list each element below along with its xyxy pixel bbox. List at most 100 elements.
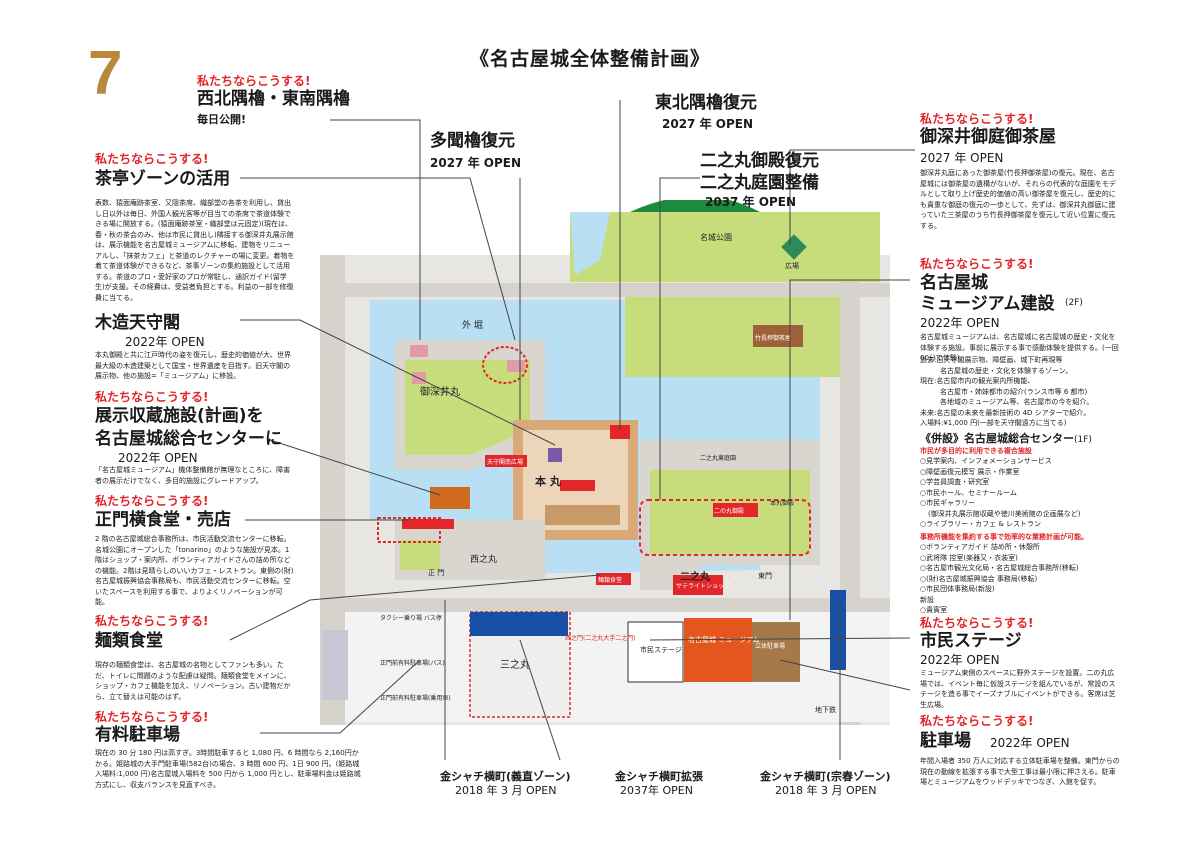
- seihoku-title: 西北隅櫓・東南隅櫓: [197, 89, 350, 109]
- center-red1: 市民が多目的に利用できる複合施設: [920, 447, 1032, 455]
- center-list-item: 新設: [920, 595, 934, 604]
- menrui-body: 現存の麺類食堂は、名古屋城の名物としてファンも多い。ただ、トイレに問題のような配…: [95, 661, 291, 701]
- parking-title: 有料駐車場: [95, 725, 180, 745]
- museum-list-item: 入場料:¥1,000 円(一部を天守閣遠方に当てる): [920, 419, 1067, 427]
- park-green-circle: [630, 200, 760, 212]
- menrui-title: 麺類食堂: [95, 631, 163, 651]
- museum-list: 過去:旧天守閣展示物、障壁画、城下町再現等 名古屋城の歴史・文化を体験するゾーン…: [920, 355, 1120, 429]
- center-list-item: ○貴賓室: [920, 606, 948, 614]
- museum-floor: (2F): [1065, 298, 1083, 308]
- chushajo-sub: 2022年 OPEN: [990, 736, 1070, 750]
- tenji-body: 「名古屋城ミュージアム」機体整備館が無理なところに、障害者の展示だけでなく、多目…: [95, 466, 291, 485]
- center-list-item: ○武将隊 控室(楽器又・衣装室): [920, 553, 1018, 562]
- center-list-item: ○障壁画復元模写 展示・作業室: [920, 467, 1020, 476]
- rittai-building: [752, 622, 800, 682]
- parking-body: 現在の 30 分 180 円は高すぎ。3時間駐車すると 1,080 円、6 時間…: [95, 749, 361, 789]
- label-seimon: 正 門: [428, 569, 444, 577]
- label-tenshu-red: 天守閣南広場: [487, 458, 523, 466]
- tenji-title2: 名古屋城総合センターに: [95, 429, 282, 449]
- ninomaru-red-outline: [639, 499, 811, 556]
- label-ofukeimaru: 御深井丸: [420, 385, 460, 398]
- center-list-item: ○市民団体事務局(新設): [920, 585, 995, 593]
- ninomaru-title1: 二之丸御殿復元: [700, 151, 819, 171]
- center-list-item: ○市民ギャラリー: [920, 499, 976, 507]
- label-parking-bus: 正門前有料駐車場(バス): [380, 659, 445, 667]
- label-higashimon: 東門: [758, 571, 772, 580]
- chatei-body: 表数、猿面庵跡茶室、又隠茶席、織部堂の各茶を利用し、貸出し日以外は毎日、外国人観…: [95, 199, 295, 302]
- center-list-item: ○名古屋市観光文化局・名古屋城総合事務所(移転): [920, 564, 1079, 572]
- label-kinshachi-gate: 西之門(二之丸大手二之門): [565, 634, 636, 642]
- stage-building: [627, 621, 684, 683]
- label-meijo-park: 名城公園: [700, 232, 732, 242]
- tag-stage: 私たちならこうする!: [920, 616, 1034, 630]
- label-hiroba: 広場: [785, 261, 799, 270]
- label-taxi: タクシー乗り場 バス停: [380, 614, 442, 622]
- center-list-item: ○(財)名古屋城振興協会 事務局(移転): [920, 574, 1038, 583]
- seimon-body: 2 階の名古屋城総合事務所は、市民活動交流センターに移転。名城公園にオープンした…: [95, 535, 294, 606]
- tamon-sub: 2027 年 OPEN: [430, 156, 521, 170]
- tag-seihoku: 私たちならこうする!: [197, 74, 311, 88]
- kinshachi3-sub: 2018 年 3 月 OPEN: [775, 784, 877, 797]
- tenji-title1: 展示収蔵施設(計画)を: [95, 406, 264, 426]
- center-list-item: ○ライブラリー・カフェ & レストラン: [920, 520, 1042, 528]
- tag-museum: 私たちならこうする!: [920, 257, 1034, 271]
- stage-sub: 2022年 OPEN: [920, 653, 1000, 667]
- west-parking: [322, 630, 348, 700]
- seimon-title: 正門横食堂・売店: [95, 510, 231, 530]
- tag-menrui: 私たちならこうする!: [95, 614, 209, 628]
- center-title-text: 《併設》名古屋城総合センター: [920, 432, 1074, 445]
- park-pond: [570, 212, 610, 275]
- label-rittai: 立体駐車場: [755, 642, 785, 650]
- center-list-item: (御深井丸展示館収蔵や徳川美術館の企画展など): [928, 509, 1081, 518]
- center-list-item: ○ボランティアガイド 詰め所・休憩所: [920, 543, 1040, 551]
- tag-ofukei: 私たちならこうする!: [920, 112, 1034, 126]
- label-sannomaru: 三之丸: [500, 658, 530, 671]
- kinshachi1-sub: 2018 年 3 月 OPEN: [455, 784, 557, 797]
- kinshachi2-sub: 2037年 OPEN: [620, 784, 693, 797]
- tenshu-sub: 2022年 OPEN: [125, 335, 205, 349]
- hiroba-icon: [781, 234, 807, 260]
- label-sotobori: 外 堀: [462, 319, 483, 331]
- ninomaru-sub: 2037 年 OPEN: [705, 195, 796, 209]
- tenshu-title: 木造天守閣: [95, 313, 180, 333]
- tenshu-label-box: [485, 455, 527, 467]
- tenji-sub: 2022年 OPEN: [118, 451, 198, 465]
- museum-body: 名古屋城ミュージアムは、名古屋城に名古屋城の歴史・文化を体験する施設。事前に展示…: [920, 333, 1119, 362]
- road-south: [330, 598, 890, 612]
- label-honmaru-goten: 本丸御殿: [770, 499, 794, 507]
- label-ninomaru-goten: 二の丸御殿: [714, 507, 744, 515]
- tamon-title: 多聞櫓復元: [430, 131, 515, 151]
- label-honmaru: 本 丸: [535, 474, 562, 488]
- museum-list-item: 各地域のミュージアム等、名古屋市の今を紹介。: [940, 398, 1094, 406]
- kinshachi1-title: 金シャチ横町(義直ゾーン): [440, 770, 571, 783]
- tag-tenji: 私たちならこうする!: [95, 390, 209, 404]
- tenshu-mark: [548, 448, 562, 462]
- museum-title1: 名古屋城: [920, 273, 988, 293]
- chushajo-body: 年間入場者 350 万人に対応する立体駐車場を整備。東門からの現在の動線を拡張す…: [920, 757, 1120, 786]
- center-list-item: ○学芸員調査・研究室: [920, 478, 990, 486]
- meijo-park: [570, 212, 880, 282]
- ofukei-body: 御深井丸庭にあった御茶屋(竹長押御茶屋)の復元。現在、名古屋城には御茶屋の遺構が…: [920, 169, 1116, 230]
- museum-building: [684, 618, 752, 682]
- museum-list-item: 未来:名古屋の未来を最新技術の 4D シアターで紹介。: [920, 408, 1091, 417]
- label-stage: 市民ステージ: [640, 645, 682, 654]
- road-north: [345, 283, 890, 297]
- museum-sub: 2022年 OPEN: [920, 316, 1000, 330]
- label-chikatetsu: 地下鉄: [815, 705, 836, 714]
- center-floor: (1F): [1074, 435, 1092, 445]
- kinshachi3-title: 金シャチ横町(宗春ゾーン): [760, 770, 891, 783]
- center-list-item: ○市民ホール、セミナールーム: [920, 488, 1017, 497]
- label-nishinomaru: 西之丸: [470, 553, 497, 565]
- chatei-title: 茶亭ゾーンの活用: [95, 169, 231, 189]
- museum-list-item: 名古屋市・姉妹都市の紹介(ランス市等 6 都市): [940, 387, 1088, 396]
- center-list1: ○見学案内、インフォメーションサービス ○障壁画復元模写 展示・作業室 ○学芸員…: [920, 456, 1120, 530]
- ofukei-sub: 2027 年 OPEN: [920, 151, 1004, 165]
- ofukei-title: 御深井御庭御茶屋: [920, 127, 1056, 147]
- label-parking-car: 正門前有料駐車場(乗用車): [380, 694, 451, 702]
- label-menrui: 麺類食堂: [598, 576, 622, 584]
- chikatetsu-bar: [830, 590, 846, 670]
- tenshu-body: 本丸御殿と共に江戸時代の姿を復元し、歴史的価値が大、世界最大級の木造建築として国…: [95, 351, 291, 380]
- stage-title: 市民ステージ: [920, 631, 1022, 651]
